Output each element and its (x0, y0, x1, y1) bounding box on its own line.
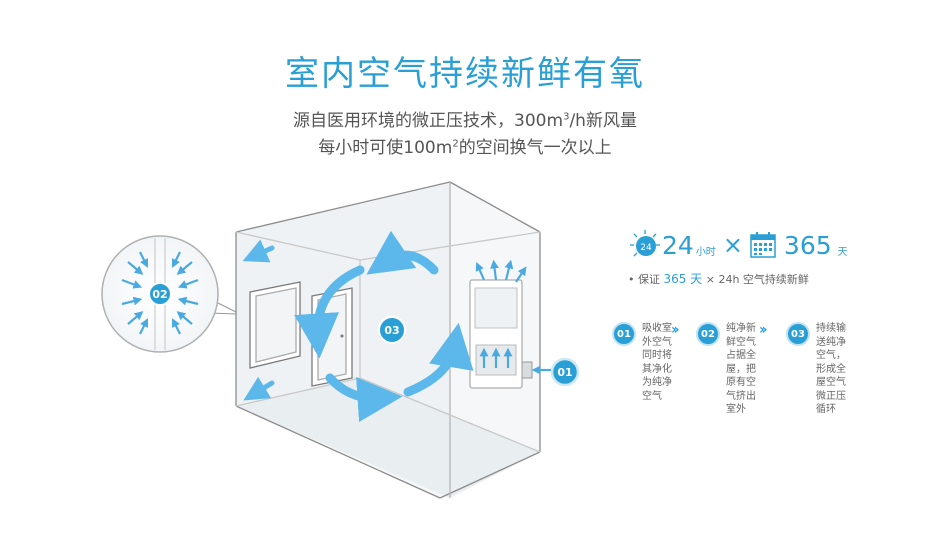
svg-text:03: 03 (384, 324, 399, 337)
calendar-icon (750, 232, 776, 258)
step-2: 02 纯净新鲜空气占据全屋，把原有空气挤出室外 (696, 322, 762, 417)
times-sign: × (722, 231, 743, 259)
unit-airflow-arrows (475, 259, 552, 375)
svg-text:24: 24 (640, 243, 652, 253)
double-chevron-right-icon: ›› (759, 322, 767, 338)
stats-row: 24 24 小时 × 365 天 (628, 228, 848, 262)
badge-01: 01 (550, 357, 580, 387)
svg-text:01: 01 (557, 366, 572, 379)
step-3-text: 持续输送纯净空气，形成全屋空气微正压循环 (816, 323, 846, 415)
step-1-badge: 01 (612, 322, 636, 346)
badge-03: 03 (378, 316, 406, 344)
step-2-text: 纯净新鲜空气占据全屋，把原有空气挤出室外 (726, 323, 756, 415)
step-3: 03 持续输送纯净空气，形成全屋空气微正压循环 (786, 322, 852, 417)
hours-value: 24 (662, 230, 694, 260)
step-3-badge: 03 (786, 322, 810, 346)
step-2-badge: 02 (696, 322, 720, 346)
double-chevron-right-icon: ›› (671, 322, 679, 338)
window (249, 281, 301, 369)
svg-text:02: 02 (152, 288, 167, 301)
subtitle-line-1: 源自医用环境的微正压技术，300m3/h新风量 (293, 111, 637, 131)
page-title: 室内空气持续新鲜有氧 (285, 54, 645, 94)
circulation-arrows (294, 230, 474, 422)
pressure-arrows (121, 251, 199, 335)
corner-arrows (242, 239, 275, 401)
step-1: 01 吸收室外空气同时将其净化为纯净空气 (612, 322, 678, 403)
days-value: 365 (783, 230, 832, 260)
clock-icon: 24 (630, 230, 660, 257)
subtitle-line-2: 每小时可使100m2的空间换气一次以上 (318, 138, 612, 158)
step-1-text: 吸收室外空气同时将其净化为纯净空气 (642, 323, 672, 402)
guarantee-line: • 保证 365 天 × 24h 空气持续新鲜 (628, 272, 809, 286)
days-unit: 天 (837, 246, 848, 258)
badge-02: 02 (148, 282, 172, 306)
hours-unit: 小时 (695, 246, 716, 258)
